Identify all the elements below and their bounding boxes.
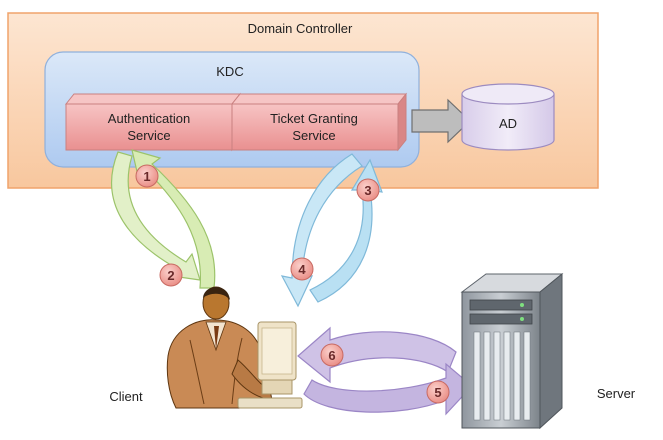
gray-arrow-to-ad bbox=[411, 98, 471, 144]
step-badge-2: 2 bbox=[159, 263, 183, 287]
step-4-label: 4 bbox=[298, 262, 306, 277]
authentication-service-line2: Service bbox=[127, 128, 170, 143]
kdc-label: KDC bbox=[216, 64, 243, 79]
domain-controller-label: Domain Controller bbox=[248, 21, 353, 36]
ad-label: AD bbox=[499, 116, 517, 131]
authentication-service-box: Authentication Service bbox=[64, 92, 242, 152]
step-badge-1: 1 bbox=[135, 164, 159, 188]
server-tower-icon bbox=[460, 272, 564, 430]
client-person-icon bbox=[166, 286, 273, 409]
client-label: Client bbox=[109, 389, 143, 404]
authentication-service-line1: Authentication bbox=[108, 111, 190, 126]
step-3-label: 3 bbox=[364, 183, 371, 198]
step-badge-4: 4 bbox=[290, 257, 314, 281]
server-label: Server bbox=[597, 386, 636, 401]
step-badge-6: 6 bbox=[320, 343, 344, 367]
step-2-label: 2 bbox=[167, 268, 174, 283]
ticket-granting-service-box: Ticket Granting Service bbox=[230, 92, 408, 152]
step-badge-5: 5 bbox=[426, 380, 450, 404]
client-monitor-icon bbox=[237, 321, 303, 409]
purple-arrow-pair bbox=[297, 326, 473, 416]
ad-cylinder: AD bbox=[461, 83, 555, 151]
ticket-granting-service-line1: Ticket Granting bbox=[270, 111, 358, 126]
step-6-label: 6 bbox=[328, 348, 335, 363]
ticket-granting-service-line2: Service bbox=[292, 128, 335, 143]
step-1-label: 1 bbox=[143, 169, 150, 184]
green-arrow-pair bbox=[110, 149, 216, 289]
step-badge-3: 3 bbox=[356, 178, 380, 202]
step-5-label: 5 bbox=[434, 385, 441, 400]
